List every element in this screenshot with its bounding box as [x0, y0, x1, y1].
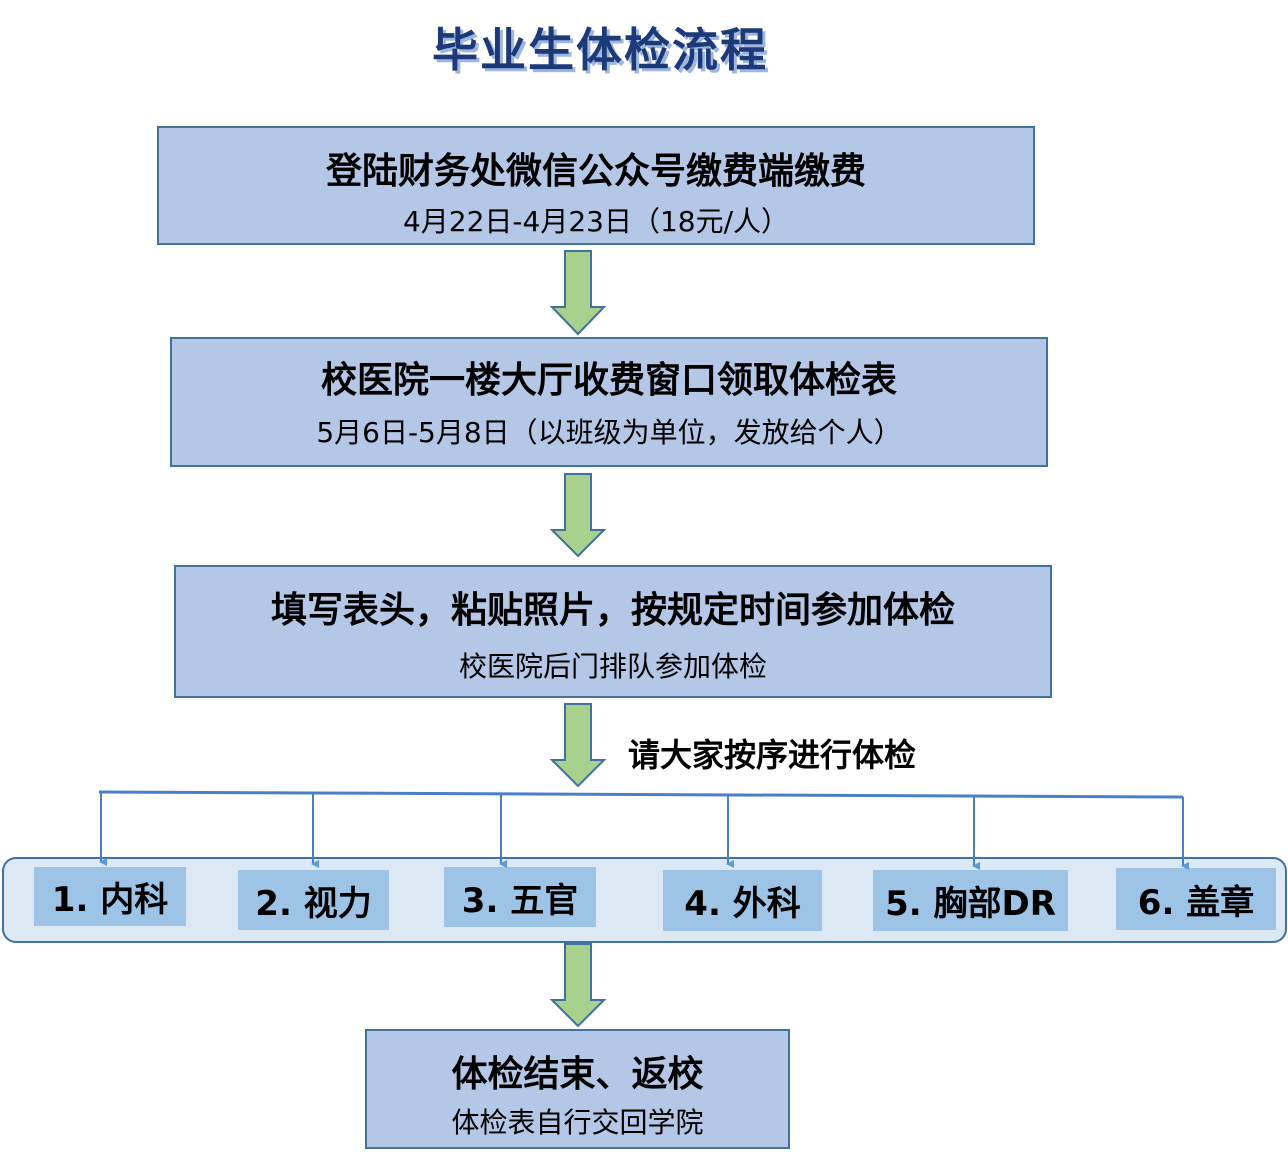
exam-items-group	[2, 857, 1287, 943]
step-1-box: 登陆财务处微信公众号缴费端缴费 4月22日-4月23日（18元/人）	[157, 126, 1035, 245]
step-4-box: 体检结束、返校 体检表自行交回学院	[365, 1029, 790, 1149]
down-arrow-icon	[549, 473, 607, 558]
step-4-title: 体检结束、返校	[451, 1054, 704, 1095]
step-2-box: 校医院一楼大厅收费窗口领取体检表 5月6日-5月8日（以班级为单位，发放给个人）	[170, 337, 1048, 467]
order-note: 请大家按序进行体检	[628, 736, 917, 774]
exam-item-stamp: 6. 盖章	[1116, 868, 1276, 930]
step-3-title: 填写表头，粘贴照片，按规定时间参加体检	[270, 590, 955, 631]
step-4-detail: 体检表自行交回学院	[451, 1106, 704, 1139]
page-title: 毕业生体检流程	[432, 23, 768, 77]
step-3-detail: 校医院后门排队参加体检	[458, 650, 767, 683]
down-arrow-icon	[549, 943, 607, 1028]
branch-line	[98, 790, 1184, 799]
step-2-detail: 5月6日-5月8日（以班级为单位，发放给个人）	[316, 416, 902, 449]
exam-item-chest-dr: 5. 胸部DR	[873, 870, 1068, 931]
exam-item-ent: 3. 五官	[444, 867, 596, 927]
step-1-detail: 4月22日-4月23日（18元/人）	[402, 205, 790, 238]
down-arrow-icon	[549, 250, 607, 336]
step-2-title: 校医院一楼大厅收费窗口领取体检表	[320, 360, 897, 401]
exam-item-vision: 2. 视力	[238, 870, 389, 930]
down-arrow-icon	[549, 703, 607, 788]
exam-item-internal: 1. 内科	[34, 867, 186, 926]
step-1-title: 登陆财务处微信公众号缴费端缴费	[325, 151, 866, 192]
step-3-box: 填写表头，粘贴照片，按规定时间参加体检 校医院后门排队参加体检	[174, 565, 1052, 698]
exam-item-surgery: 4. 外科	[663, 870, 822, 931]
